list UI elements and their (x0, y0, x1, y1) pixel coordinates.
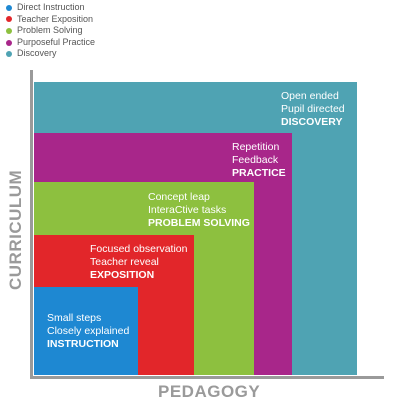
y-axis-line (30, 70, 33, 379)
legend-dot-icon (6, 51, 12, 58)
legend-label: Problem Solving (17, 25, 83, 36)
legend-item-purposeful-practice: Purposeful Practice (6, 37, 95, 49)
practice-line-2: Feedback (232, 154, 279, 166)
legend-dot-icon (6, 4, 12, 11)
x-axis-label: PEDAGOGY (158, 382, 261, 401)
legend-label: Direct Instruction (17, 2, 85, 12)
legend-label: Purposeful Practice (17, 36, 96, 47)
legend-dot-icon (6, 16, 12, 23)
problem-solving-line-1: Concept leap (148, 191, 210, 203)
instruction-caption: Small steps Closely explained INSTRUCTIO… (47, 312, 129, 351)
legend-item-problem-solving: Problem Solving (6, 25, 95, 37)
legend-item-discovery: Discovery (6, 48, 95, 60)
y-axis-label: CURRICULUM (6, 169, 25, 290)
discovery-title: DISCOVERY (281, 116, 343, 128)
legend-label: Teacher Exposition (17, 13, 94, 24)
legend-dot-icon (6, 39, 12, 46)
problem-solving-title: PROBLEM SOLVING (148, 217, 250, 229)
problem-solving-line-2: InteraCtive tasks (148, 204, 227, 216)
practice-title: PRACTICE (232, 167, 286, 179)
practice-caption: Repetition Feedback PRACTICE (232, 141, 286, 180)
exposition-title: EXPOSITION (90, 269, 155, 281)
instruction-block (34, 287, 138, 375)
legend-label: Discovery (17, 48, 57, 59)
legend: Direct Instruction Teacher Exposition Pr… (6, 2, 95, 60)
discovery-line-2: Pupil directed (281, 103, 345, 115)
discovery-caption: Open ended Pupil directed DISCOVERY (281, 90, 345, 129)
x-axis-line (32, 376, 384, 379)
legend-item-teacher-exposition: Teacher Exposition (6, 14, 95, 26)
instruction-title: INSTRUCTION (47, 338, 119, 350)
instruction-line-1: Small steps (47, 312, 102, 324)
exposition-line-2: Teacher reveal (90, 256, 159, 268)
exposition-line-1: Focused observation (90, 243, 188, 255)
legend-dot-icon (6, 27, 12, 34)
exposition-caption: Focused observation Teacher reveal EXPOS… (90, 243, 187, 282)
discovery-line-1: Open ended (281, 90, 339, 102)
instruction-line-2: Closely explained (47, 325, 130, 337)
problem-solving-caption: Concept leap InteraCtive tasks PROBLEM S… (148, 191, 250, 230)
legend-item-direct-instruction: Direct Instruction (6, 2, 95, 14)
practice-line-1: Repetition (232, 141, 280, 153)
